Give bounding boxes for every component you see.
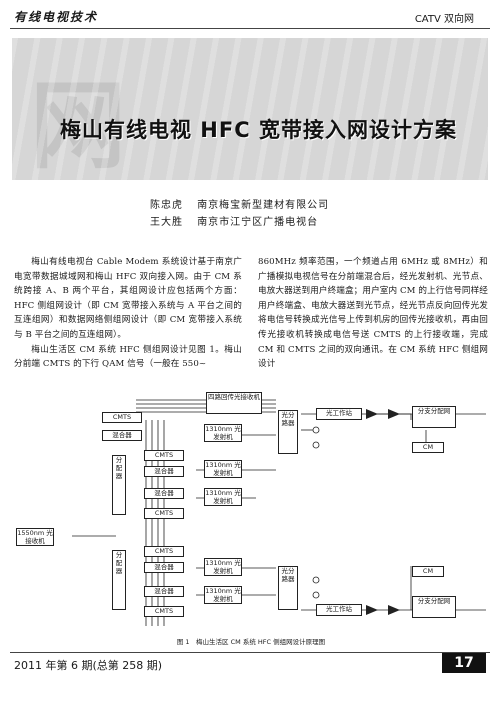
receiver-1550-box: 1550nm 光接收机 [16, 528, 54, 546]
optical-node-box: 光分路器 [278, 566, 298, 610]
cm-box: CM [412, 442, 444, 453]
splitter-box: 分支分配网 [412, 406, 456, 428]
paragraph: 梅山生活区 CM 系统 HFC 侧组网设计见图 1。梅山分前端 CMTS 的下行… [14, 344, 242, 370]
splitter-box: 分支分配网 [412, 596, 456, 618]
mixer-box: 混合器 [144, 466, 184, 477]
transmitter-box: 1310nm 光发射机 [204, 558, 242, 576]
title-banner: 网 梅山有线电视 HFC 宽带接入网设计方案 [12, 38, 488, 180]
body-column-left: 梅山有线电视台 Cable Modem 系统设计基于南京广电宽带数据城域网和梅山… [14, 255, 242, 372]
divider-box: 分配器 [112, 550, 126, 610]
author-name: 陈忠虎 [150, 200, 183, 211]
section-label: CATV 双向网 [414, 14, 474, 25]
mixer-box: 混合器 [102, 430, 142, 441]
work-station-box: 光工作站 [316, 408, 362, 420]
cm-box: CM [412, 566, 444, 577]
cmts-box: CMTS [144, 508, 184, 519]
footer-divider [10, 652, 490, 653]
figure-caption: 图 1 梅山生活区 CM 系统 HFC 侧组网设计原理图 [176, 638, 326, 646]
transmitter-box: 1310nm 光发射机 [204, 586, 242, 604]
header-divider [10, 28, 490, 29]
page-number: 17 [442, 653, 486, 673]
cmts-box: CMTS [102, 412, 142, 423]
network-diagram: 四路回传光接收机 CMTS 混合器 1310nm 光发射机 光分路器 光工作站 … [16, 390, 486, 635]
author-affiliation: 南京市江宁区广播电视台 [197, 217, 319, 228]
author-line-1: 陈忠虎 南京梅宝新型建材有限公司 [150, 196, 329, 211]
paragraph: 860MHz 频率范围，一个频道占用 6MHz 或 8MHz）和广播模拟电视信号… [258, 257, 488, 370]
body-column-right: 860MHz 频率范围，一个频道占用 6MHz 或 8MHz）和广播模拟电视信号… [258, 255, 488, 372]
mixer-box: 混合器 [144, 488, 184, 499]
issue-info: 2011 年第 6 期(总第 258 期) [14, 659, 163, 672]
paragraph: 梅山有线电视台 Cable Modem 系统设计基于南京广电宽带数据城域网和梅山… [14, 257, 242, 340]
mixer-box: 混合器 [144, 562, 184, 573]
return-receiver-box: 四路回传光接收机 [206, 392, 262, 414]
author-name: 王大胜 [150, 217, 183, 228]
cmts-box: CMTS [144, 606, 184, 617]
optical-node-box: 光分路器 [278, 410, 298, 454]
author-affiliation: 南京梅宝新型建材有限公司 [197, 200, 330, 211]
mixer-box: 混合器 [144, 586, 184, 597]
article-title: 梅山有线电视 HFC 宽带接入网设计方案 [60, 118, 457, 142]
transmitter-box: 1310nm 光发射机 [204, 424, 242, 442]
transmitter-box: 1310nm 光发射机 [204, 460, 242, 478]
author-line-2: 王大胜 南京市江宁区广播电视台 [150, 213, 318, 228]
banner-texture [12, 38, 488, 180]
journal-name: 有线电视技术 [14, 10, 99, 24]
work-station-box: 光工作站 [316, 604, 362, 616]
divider-box: 分配器 [112, 455, 126, 515]
transmitter-box: 1310nm 光发射机 [204, 488, 242, 506]
cmts-box: CMTS [144, 546, 184, 557]
banner-decoration: 网 [30, 48, 126, 180]
cmts-box: CMTS [144, 450, 184, 461]
